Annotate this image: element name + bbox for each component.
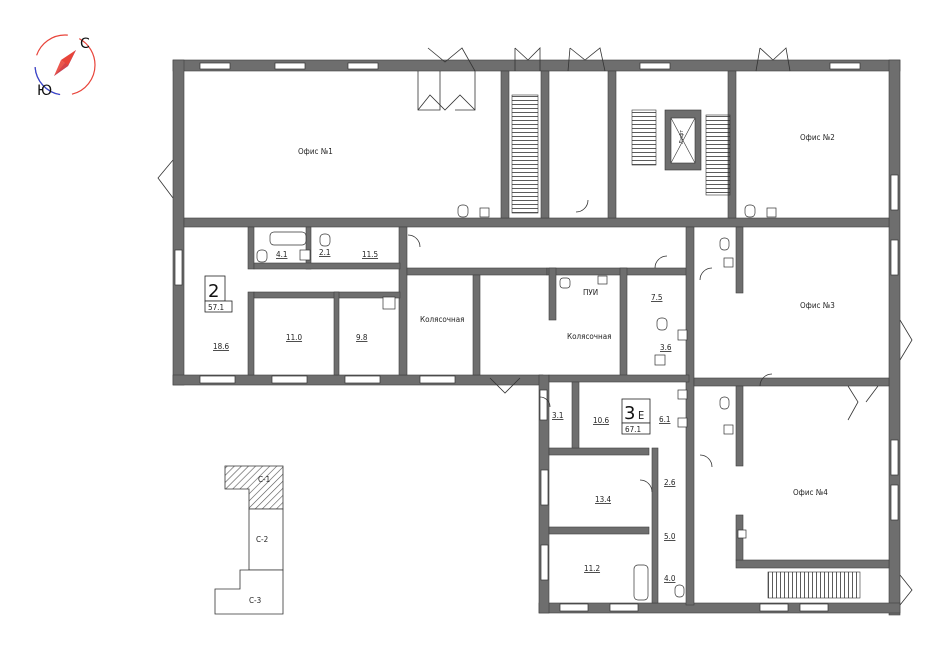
section-c1-label: С-1 (258, 475, 270, 484)
room-area: 11.5 (362, 250, 378, 259)
apartment-2-area: 57.1 (208, 303, 224, 312)
apartment-2: 2 57.1 18.6 11.0 9.8 11.5 4.1 2.1 (204, 248, 378, 351)
walls (172, 59, 901, 616)
room-area: 5.0 (664, 532, 676, 541)
office-1-label: Офис №1 (298, 147, 333, 156)
room-area: 11.2 (584, 564, 600, 573)
section-c2-label: С-2 (256, 535, 268, 544)
section-c3-label: С-3 (249, 596, 261, 605)
section-key-plan: С-1 С-2 С-3 (214, 465, 284, 615)
room-area: 11.0 (286, 333, 302, 342)
room-area: 10.6 (593, 416, 609, 425)
room-area: 13.4 (595, 495, 611, 504)
apartment-3-area: 67.1 (625, 425, 641, 434)
stroller-room-1-label: Колясочная (420, 315, 465, 324)
lift-label: Лифт (679, 130, 685, 144)
apartment-3: 3 Е 67.1 3.1 10.6 6.1 3.6 7.5 13.4 11.2 … (552, 293, 676, 583)
room-area: 4.0 (664, 574, 676, 583)
office-3-label: Офис №3 (800, 301, 835, 310)
lift: Лифт (664, 109, 702, 171)
sanitary-fixtures (256, 204, 777, 601)
room-area: 2.6 (664, 478, 676, 487)
compass-south-label: Ю (37, 83, 52, 99)
stroller-room-2-label: Колясочная (567, 332, 612, 341)
apartment-2-number: 2 (208, 281, 219, 302)
room-area: 4.1 (276, 250, 287, 259)
room-area: 3.1 (552, 411, 563, 420)
room-area: 6.1 (659, 415, 670, 424)
compass-north-label: С (80, 36, 90, 52)
room-area: 3.6 (660, 343, 672, 352)
room-area: 7.5 (651, 293, 662, 302)
windows (174, 62, 899, 612)
room-area: 9.8 (356, 333, 368, 342)
compass: С Ю (34, 34, 96, 99)
room-labels: Офис №1 Офис №2 Офис №3 Офис №4 Колясочн… (298, 133, 835, 497)
doors (157, 47, 913, 606)
office-4-label: Офис №4 (793, 488, 828, 497)
room-area: 2.1 (319, 248, 330, 257)
stairs (511, 94, 861, 599)
apartment-3-number: 3 (624, 403, 635, 424)
office-2-label: Офис №2 (800, 133, 835, 142)
apartment-3-letter: Е (638, 409, 644, 422)
room-area: 18.6 (213, 342, 229, 351)
pui-label: ПУИ (583, 288, 598, 297)
